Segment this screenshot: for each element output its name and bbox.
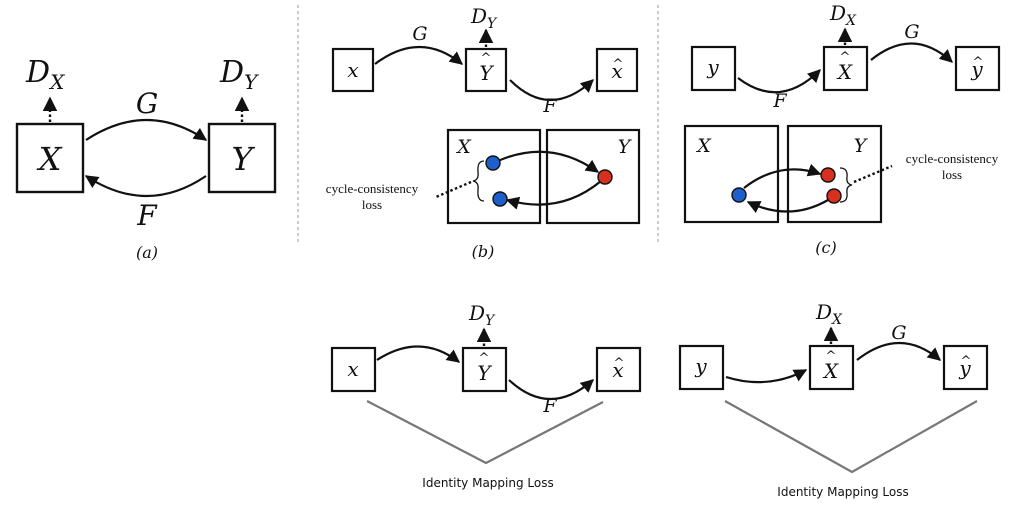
hat-mark: ^ <box>479 351 490 366</box>
domain-y-label: Y <box>854 135 869 157</box>
arrow-f <box>737 69 821 94</box>
node-yhat-box <box>954 45 1001 92</box>
cycle-forward-arrow <box>743 163 822 189</box>
identity-loss-label: Identity Mapping Loss <box>777 485 908 499</box>
domain-y-box <box>545 128 641 225</box>
arrow-f-label: F <box>772 90 787 112</box>
domain-x-box <box>446 128 542 225</box>
cycle-loss-label-2: loss <box>942 167 962 182</box>
node-yhat-box <box>942 344 989 391</box>
node-x-box <box>330 346 377 393</box>
node-xhat-label: x <box>611 59 622 83</box>
arrow-f-label: F <box>542 95 557 117</box>
node-y-box <box>690 45 737 92</box>
node-x-label: x <box>347 357 358 381</box>
cycle-loss-label-1: cycle-consistency <box>326 181 419 196</box>
disc-y-label: DY <box>470 4 498 32</box>
node-xhat-box <box>595 346 642 393</box>
arrow-g-label: G <box>412 23 427 45</box>
disc-y-label: DY <box>468 301 496 329</box>
cycle-brace <box>472 160 485 202</box>
node-x-box <box>331 47 375 93</box>
arrow-g <box>85 118 208 141</box>
node-y-box <box>207 122 277 194</box>
point-y <box>731 187 747 203</box>
caption-a: (a) <box>136 243 158 262</box>
identity-panel-y: y X ^ y ^ DX G Identity Mapping Loss <box>678 300 989 499</box>
node-yhat-box <box>464 47 508 93</box>
domain-x-label: X <box>695 135 712 157</box>
node-y-label: y <box>694 354 707 378</box>
point-x <box>820 167 836 183</box>
point-x <box>485 155 501 171</box>
identity-panel-x: x Y ^ x ^ DY F Identity Mapping Loss <box>330 301 642 490</box>
arrow-f <box>508 379 594 400</box>
panel-a: X Y DX DY G F (a) <box>15 55 277 262</box>
panel-c: y X ^ y ^ DX F G X Y cycle-consistency l… <box>683 1 1001 257</box>
node-y-label: Y <box>231 140 255 178</box>
arrow-g-label: G <box>891 322 906 344</box>
node-xhat-box <box>808 344 855 391</box>
node-xhat-label: x <box>612 358 623 382</box>
arrow-g <box>856 341 942 361</box>
arrow-g <box>870 42 953 63</box>
arrow-f-label: F <box>136 199 158 232</box>
domain-x-box <box>683 124 780 224</box>
point-x-reconstructed <box>492 191 508 207</box>
cycle-loss-pointer <box>435 180 472 199</box>
node-xhat-box <box>822 45 869 92</box>
cycle-brace <box>839 167 853 203</box>
disc-x-label: DX <box>815 300 843 328</box>
hat-mark: ^ <box>973 55 984 70</box>
arrow-g <box>374 46 464 65</box>
identity-loss-label: Identity Mapping Loss <box>422 476 553 490</box>
node-y-label: y <box>706 55 719 79</box>
node-x-label: X <box>36 140 63 178</box>
domain-x-label: X <box>455 136 472 158</box>
node-yhat-label: y <box>970 57 983 81</box>
node-yhat-label: Y <box>477 361 492 385</box>
point-y <box>597 169 613 185</box>
cycle-loss-pointer <box>853 164 893 184</box>
arrow-f <box>509 79 594 101</box>
hat-mark: ^ <box>613 57 624 72</box>
node-yhat-label: Y <box>479 61 494 85</box>
node-yhat-box <box>461 346 508 393</box>
caption-c: (c) <box>815 238 836 257</box>
disc-x-label: DX <box>829 1 857 29</box>
cycle-loss-label-2: loss <box>362 197 382 212</box>
cycle-back-arrow <box>746 199 829 214</box>
node-xhat-label: X <box>836 60 853 84</box>
identity-loss-bracket <box>366 400 604 465</box>
cycle-back-arrow <box>505 180 602 210</box>
node-y-box <box>678 344 725 391</box>
panel-b: x Y ^ x ^ DY G F X Y cycle-consistency l… <box>326 4 641 261</box>
hat-mark: ^ <box>826 349 837 364</box>
node-x-box <box>15 122 85 194</box>
caption-b: (b) <box>472 242 495 261</box>
arrow-f <box>84 175 207 198</box>
hat-mark: ^ <box>961 354 972 369</box>
arrow-f <box>725 369 808 384</box>
node-xhat-box <box>595 47 639 93</box>
arrow-g-label: G <box>904 21 919 43</box>
arrow-g <box>376 345 461 363</box>
hat-mark: ^ <box>481 51 492 66</box>
node-x-label: x <box>347 58 358 82</box>
cycle-loss-label-1: cycle-consistency <box>906 151 999 166</box>
hat-mark: ^ <box>614 356 625 371</box>
hat-mark: ^ <box>840 50 851 65</box>
identity-loss-bracket <box>724 400 978 474</box>
node-xhat-label: X <box>822 359 839 383</box>
arrow-f-label: F <box>542 395 557 417</box>
arrow-g-label: G <box>136 87 158 120</box>
disc-y-label: DY <box>219 55 259 94</box>
domain-y-label: Y <box>618 136 633 158</box>
node-yhat-label: y <box>958 356 971 380</box>
point-y-reconstructed <box>826 188 842 204</box>
cycle-forward-arrow <box>497 150 600 173</box>
disc-x-label: DX <box>25 55 65 94</box>
